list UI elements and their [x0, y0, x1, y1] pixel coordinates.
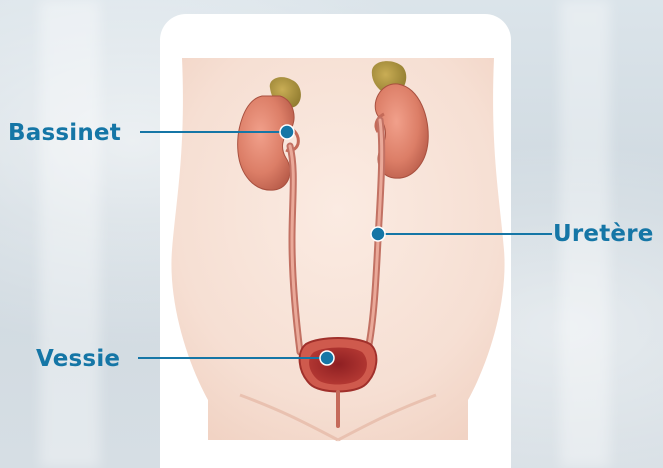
bassinet-label: Bassinet — [8, 122, 121, 145]
vessie-marker-dot — [320, 351, 334, 365]
bassinet-marker-dot — [280, 125, 294, 139]
bladder-interior — [309, 348, 367, 385]
uretere-label: Uretère — [553, 223, 654, 246]
uretere-marker-dot — [371, 227, 385, 241]
vessie-label: Vessie — [36, 348, 120, 371]
